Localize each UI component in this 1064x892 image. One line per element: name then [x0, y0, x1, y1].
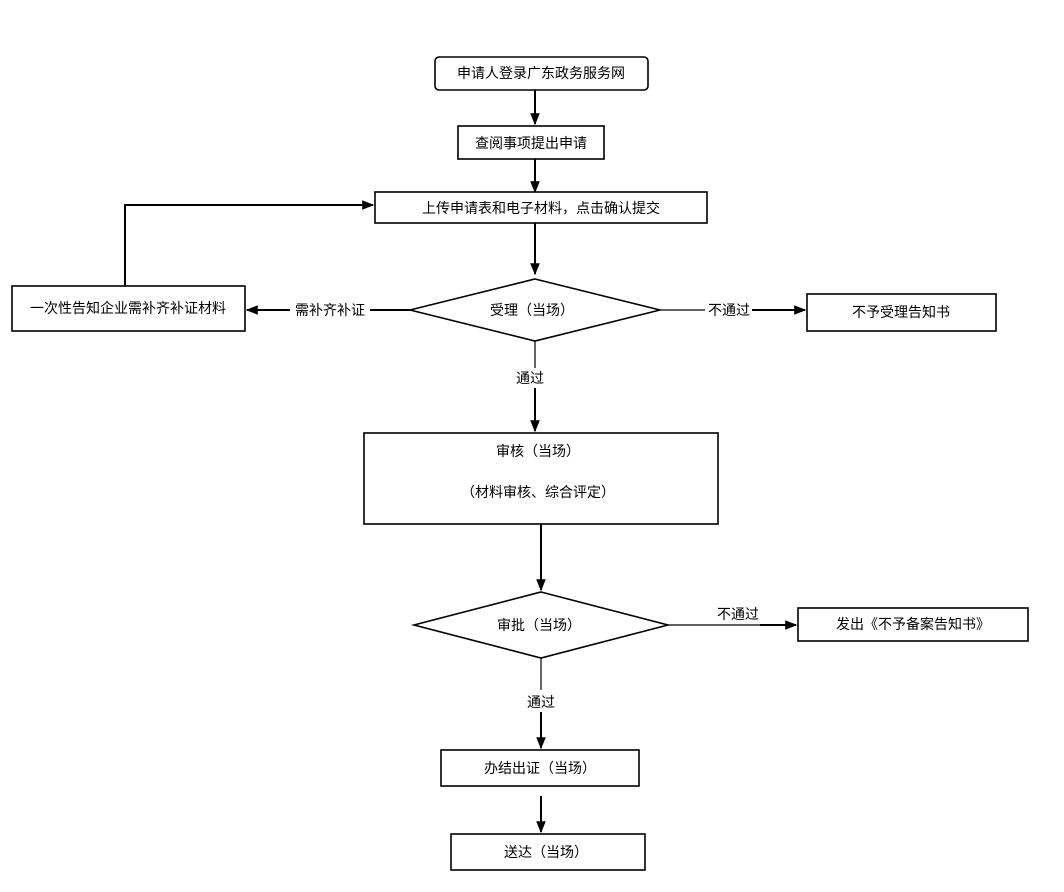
node-view-label: 查阅事项提出申请 [475, 136, 587, 152]
node-view: 查阅事项提出申请 [457, 125, 605, 160]
node-accept-label: 受理（当场） [490, 303, 574, 319]
edge-label-fail-2: 不通过 [717, 607, 759, 623]
node-approve: 审批（当场） [410, 591, 672, 659]
node-review-detail: （材料审核、综合评定） [461, 485, 615, 501]
node-notify: 一次性告知企业需补齐补证材料 [11, 285, 246, 332]
node-reject-record-label: 发出《不予备案告知书》 [836, 616, 990, 633]
node-issue-label: 办结出证（当场） [484, 761, 596, 777]
node-upload: 上传申请表和电子材料，点击确认提交 [374, 191, 708, 224]
arrow-notify-back-to-upload [124, 200, 375, 286]
node-issue: 办结出证（当场） [440, 749, 640, 787]
connectors [124, 90, 807, 834]
node-review: 审核（当场） （材料审核、综合评定） [363, 432, 719, 525]
edge-label-fail-1: 不通过 [708, 303, 750, 319]
node-accept: 受理（当场） [409, 278, 661, 342]
node-reject-accept: 不予受理告知书 [806, 293, 997, 332]
node-notify-label: 一次性告知企业需补齐补证材料 [30, 300, 226, 317]
node-login-label: 申请人登录广东政务服务网 [457, 66, 625, 82]
node-review-title: 审核（当场） [496, 444, 580, 460]
node-upload-label: 上传申请表和电子材料，点击确认提交 [422, 200, 660, 217]
edge-label-need-supplement: 需补齐补证 [295, 303, 365, 319]
edge-label-pass-1: 通过 [516, 371, 544, 387]
node-deliver: 送达（当场） [450, 833, 646, 871]
node-reject-accept-label: 不予受理告知书 [852, 304, 950, 321]
node-login: 申请人登录广东政务服务网 [434, 56, 649, 91]
node-reject-record: 发出《不予备案告知书》 [797, 607, 1029, 642]
node-approve-label: 审批（当场） [497, 618, 581, 634]
edge-label-pass-2: 通过 [527, 695, 555, 711]
node-deliver-label: 送达（当场） [504, 845, 588, 861]
